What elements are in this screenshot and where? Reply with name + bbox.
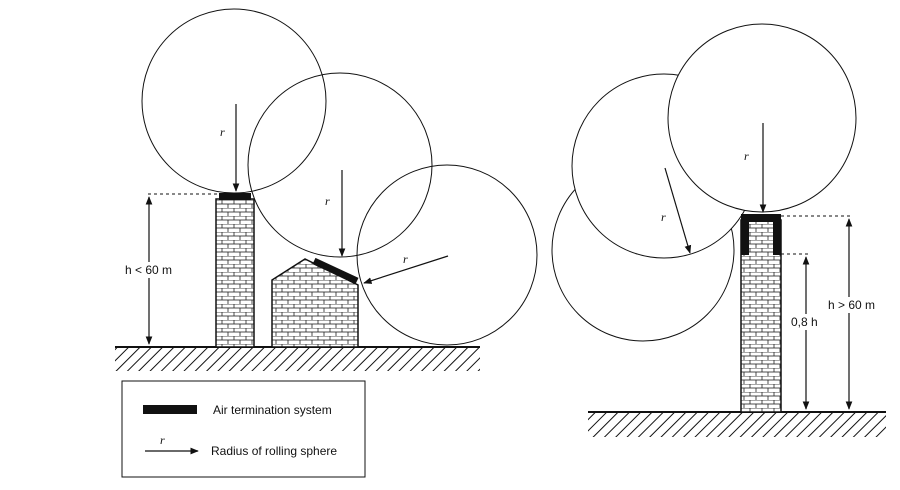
rolling-sphere-1: [141, 8, 327, 194]
h-less-60-label: h < 60 m: [125, 263, 172, 277]
rolling-sphere-6: [667, 23, 857, 213]
r-label-3: r: [403, 252, 408, 266]
r-label-1: r: [220, 125, 225, 139]
rolling-sphere-3: [356, 164, 538, 346]
r-arrow-4: [664, 167, 692, 254]
h-greater-60-label: h > 60 m: [828, 298, 875, 312]
ground-right: [588, 412, 886, 437]
air-termination-chimney-tall: [741, 214, 781, 255]
chimney-left: [215, 198, 255, 348]
legend-air-termination-label: Air termination system: [213, 403, 332, 417]
r-arrow-3: [363, 255, 449, 284]
r-label-5: r: [744, 149, 749, 163]
r-label-4: r: [661, 210, 666, 224]
air-termination-roof: [312, 257, 359, 285]
legend: Air termination system r Radius of rolli…: [121, 380, 366, 478]
legend-air-termination-swatch: [143, 405, 197, 414]
legend-r-symbol: r: [160, 433, 165, 447]
ground-left: [115, 347, 480, 371]
r-label-2: r: [325, 194, 330, 208]
legend-box: [121, 380, 366, 478]
h08-label: 0,8 h: [791, 315, 818, 329]
air-termination-chimney-left: [219, 193, 251, 200]
rolling-sphere-2: [247, 72, 433, 258]
legend-radius-label: Radius of rolling sphere: [211, 444, 337, 458]
right-scene: 0,8 h h > 60 m r r: [551, 23, 888, 437]
left-scene: h < 60 m r r r: [115, 8, 538, 371]
